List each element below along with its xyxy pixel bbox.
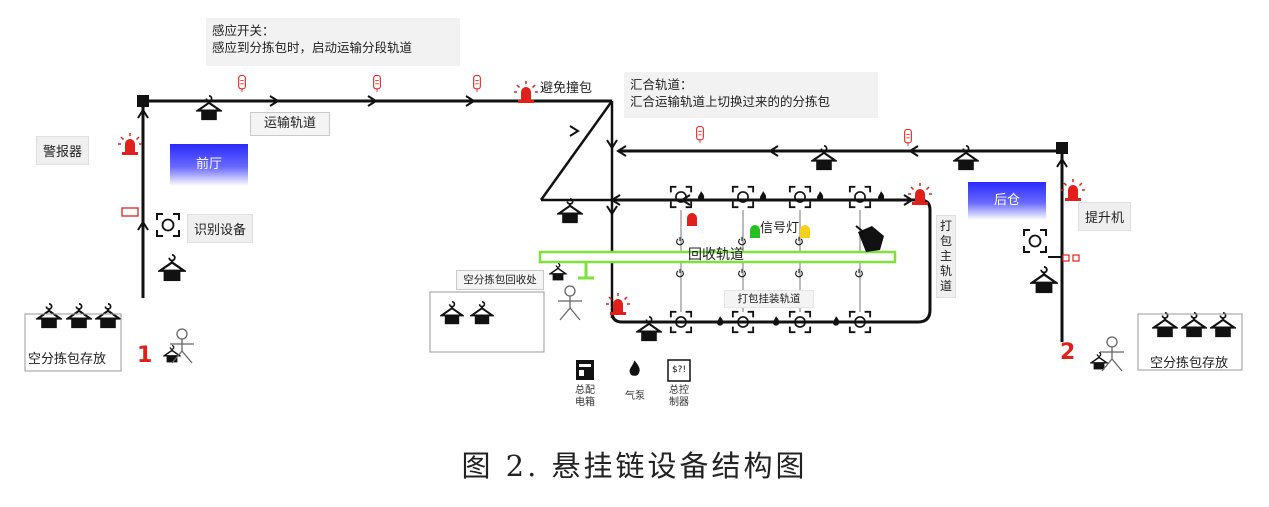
figure-caption: 图 2. 悬挂链设备结构图 xyxy=(461,449,808,483)
signal-light-label: 信号灯 xyxy=(760,221,800,236)
recycle-track-label: 回收轨道 xyxy=(688,247,744,263)
transport-track-top xyxy=(149,95,612,137)
left-sensor-marker xyxy=(121,207,139,217)
main-controller-label: 总控制器 xyxy=(669,385,689,408)
recycle-box xyxy=(429,291,545,353)
alarm-label: 警报器 xyxy=(36,136,90,165)
empty-storage-left-label: 空分拣包存放 xyxy=(28,352,107,367)
right-sensor-marker xyxy=(1062,254,1080,262)
main-power-box-label: 总配电箱 xyxy=(575,385,595,408)
sensor-note: 感应开关： 感应到分拣包时，启动运输分段轨道 xyxy=(206,18,460,66)
marker-number-2: 2 xyxy=(1060,340,1076,365)
merge-note: 汇合轨道： 汇合运输轨道上切换过来的的分拣包 xyxy=(624,72,878,118)
marker-number-1: 1 xyxy=(137,343,153,368)
recycle-track xyxy=(538,250,897,280)
lifter-label: 提升机 xyxy=(1078,202,1132,231)
power-box-icon xyxy=(576,360,594,380)
recognition-device-label: 识别设备 xyxy=(187,214,254,243)
empty-bag-recycle-label: 空分拣包回收处 xyxy=(456,270,544,290)
sensor-note-desc: 感应到分拣包时，启动运输分段轨道 xyxy=(212,40,413,55)
recognition-camera-right xyxy=(1023,229,1047,253)
air-pump-icon xyxy=(629,360,640,376)
signal-lights xyxy=(687,213,810,238)
empty-storage-right-label: 空分拣包存放 xyxy=(1150,356,1229,371)
back-warehouse-box: 后仓 xyxy=(968,182,1046,220)
storage-box-right xyxy=(1137,313,1243,371)
merge-note-desc: 汇合运输轨道上切换过来的的分拣包 xyxy=(630,94,831,109)
merge-vertical-track xyxy=(606,101,618,318)
front-hall-box: 前厅 xyxy=(170,144,248,186)
packing-main-loop xyxy=(610,194,932,324)
controller-icon: $?! xyxy=(667,359,691,382)
svg-text:$?!: $?! xyxy=(672,365,686,375)
recognition-camera-left xyxy=(156,213,180,237)
left-vertical-track xyxy=(137,95,149,298)
storage-box-left xyxy=(24,313,122,372)
merge-note-title: 汇合轨道： xyxy=(630,77,693,92)
packing-main-track-label: 打包主轨道 xyxy=(936,215,956,298)
air-pump-label: 气泵 xyxy=(625,391,645,402)
sensor-note-title: 感应开关： xyxy=(212,23,275,38)
merge-track xyxy=(616,145,1062,157)
person-icon xyxy=(557,285,583,321)
right-lifter-track xyxy=(1048,142,1068,342)
camera-row-top xyxy=(669,185,885,209)
avoid-collision-label: 避免撞包 xyxy=(540,81,593,96)
packing-hang-track-label: 打包挂装轨道 xyxy=(724,290,814,308)
transport-track-label: 运输轨道 xyxy=(250,112,330,136)
packing-gun-icon xyxy=(855,225,884,252)
switch-diagonal-track xyxy=(539,100,614,202)
